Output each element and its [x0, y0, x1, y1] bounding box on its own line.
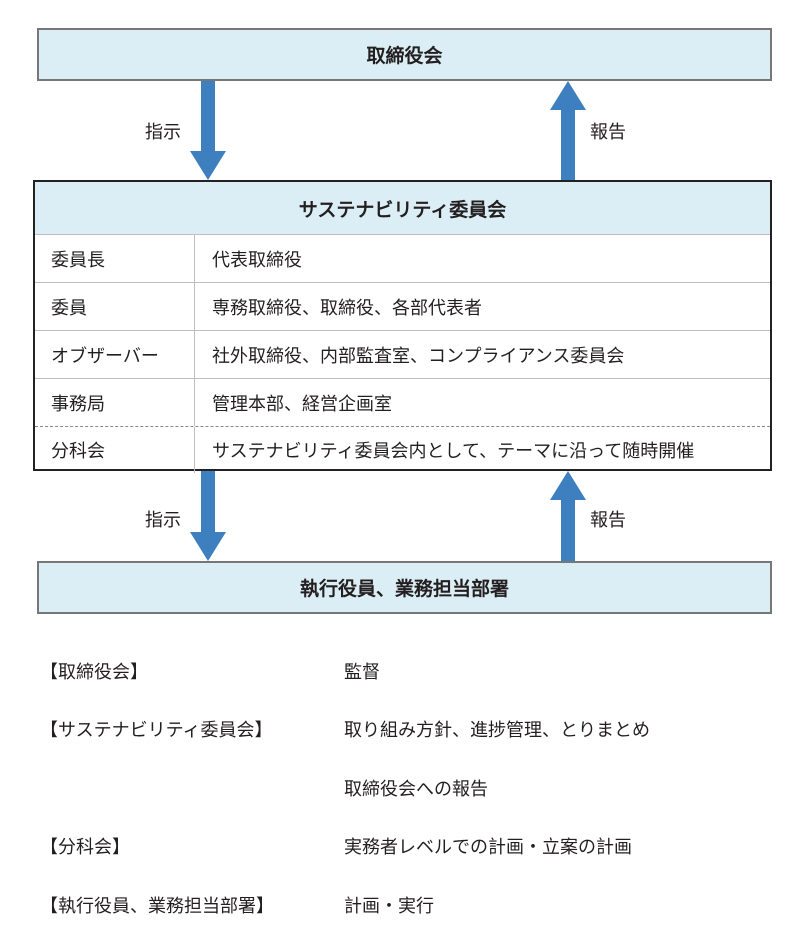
report-label: 報告 — [590, 122, 626, 143]
report-up-arrow — [550, 81, 586, 180]
executive-officers-box: 執行役員、業務担当部署 — [37, 561, 772, 614]
role-cell: 事務局 — [35, 379, 195, 426]
sustainability-committee-table: サステナビリティ委員会 委員長 代表取締役 委員 専務取締役、取締役、各部代表者… — [33, 180, 772, 473]
legend-key: 【サステナビリティ委員会】 — [40, 720, 273, 741]
table-row: オブザーバー 社外取締役、内部監査室、コンプライアンス委員会 — [35, 331, 770, 379]
executive-officers-label: 執行役員、業務担当部署 — [299, 578, 509, 600]
legend-key: 【執行役員、業務担当部署】 — [40, 896, 274, 917]
board-of-directors-label: 取締役会 — [366, 45, 443, 67]
committee-title: サステナビリティ委員会 — [35, 182, 770, 235]
table-row: 分科会 サステナビリティ委員会内として、テーマに沿って随時開催 — [35, 427, 770, 473]
legend-value: 取り組み方針、進捗管理、とりまとめ — [344, 720, 650, 741]
members-cell: 代表取締役 — [212, 249, 302, 271]
instruction-label: 指示 — [145, 122, 181, 143]
table-row: 委員長 代表取締役 — [35, 235, 770, 283]
members-cell: 管理本部、経営企画室 — [212, 393, 392, 415]
table-row: 委員 専務取締役、取締役、各部代表者 — [35, 283, 770, 331]
legend-value: 取締役会への報告 — [344, 779, 488, 800]
instruction-label: 指示 — [145, 510, 181, 531]
legend-value: 計画・実行 — [344, 896, 434, 917]
legend-key: 【取締役会】 — [40, 662, 148, 683]
members-cell: 社外取締役、内部監査室、コンプライアンス委員会 — [212, 345, 625, 367]
report-label: 報告 — [590, 510, 626, 531]
instruction-down-arrow — [190, 81, 226, 180]
table-row: 事務局 管理本部、経営企画室 — [35, 379, 770, 427]
legend-value: 実務者レベルでの計画・立案の計画 — [344, 837, 632, 858]
members-cell: サステナビリティ委員会内として、テーマに沿って随時開催 — [212, 441, 695, 462]
legend-value: 監督 — [344, 662, 380, 683]
role-cell: 委員長 — [35, 235, 195, 282]
role-cell: オブザーバー — [35, 331, 195, 378]
members-cell: 専務取締役、取締役、各部代表者 — [212, 297, 482, 319]
legend-key: 【分科会】 — [40, 837, 130, 858]
role-cell: 分科会 — [35, 427, 195, 473]
report-up-arrow — [550, 471, 586, 561]
instruction-down-arrow — [190, 471, 226, 561]
role-cell: 委員 — [35, 283, 195, 330]
board-of-directors-box: 取締役会 — [37, 28, 772, 81]
